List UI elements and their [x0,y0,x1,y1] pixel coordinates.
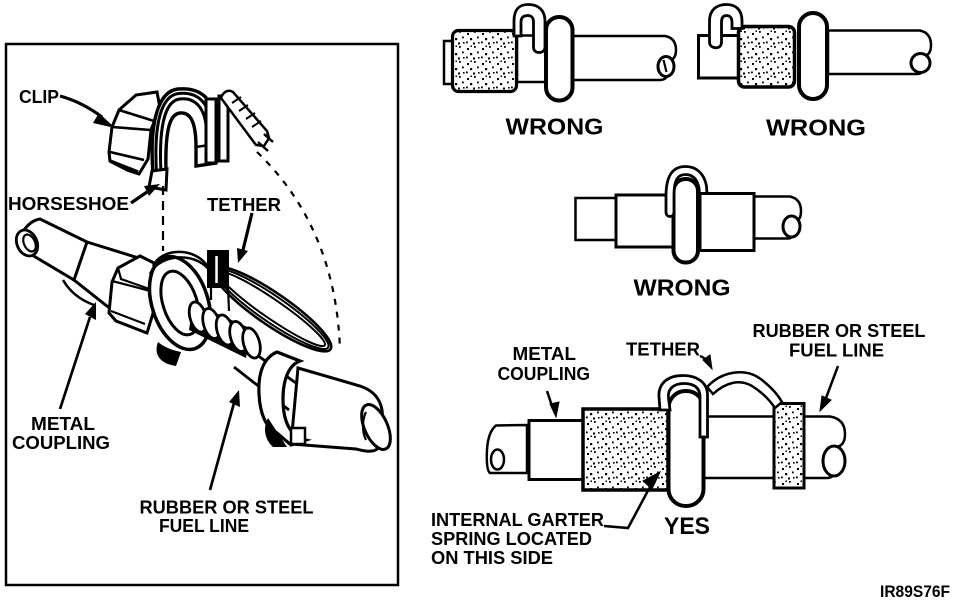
svg-text:CLIP: CLIP [19,87,59,107]
svg-text:WRONG: WRONG [506,114,604,140]
svg-text:INTERNAL GARTER: INTERNAL GARTER [431,510,604,530]
svg-text:YES: YES [664,513,710,540]
svg-text:HORSESHOE: HORSESHOE [8,194,129,214]
svg-text:COUPLING: COUPLING [498,364,591,384]
svg-text:FUEL LINE: FUEL LINE [789,341,884,361]
svg-text:RUBBER OR STEEL: RUBBER OR STEEL [140,498,314,518]
svg-text:FUEL LINE: FUEL LINE [159,516,249,536]
svg-text:METAL: METAL [513,344,577,364]
svg-text:ON THIS SIDE: ON THIS SIDE [431,548,553,568]
svg-text:WRONG: WRONG [634,275,731,301]
svg-text:RUBBER OR STEEL: RUBBER OR STEEL [753,321,926,341]
svg-text:TETHER: TETHER [207,195,281,215]
svg-text:SPRING LOCATED: SPRING LOCATED [431,529,592,549]
svg-text:IR89S76F: IR89S76F [880,583,950,601]
svg-text:METAL: METAL [31,414,95,434]
svg-text:TETHER: TETHER [626,340,700,360]
svg-text:COUPLING: COUPLING [12,433,110,453]
svg-text:WRONG: WRONG [766,115,866,141]
